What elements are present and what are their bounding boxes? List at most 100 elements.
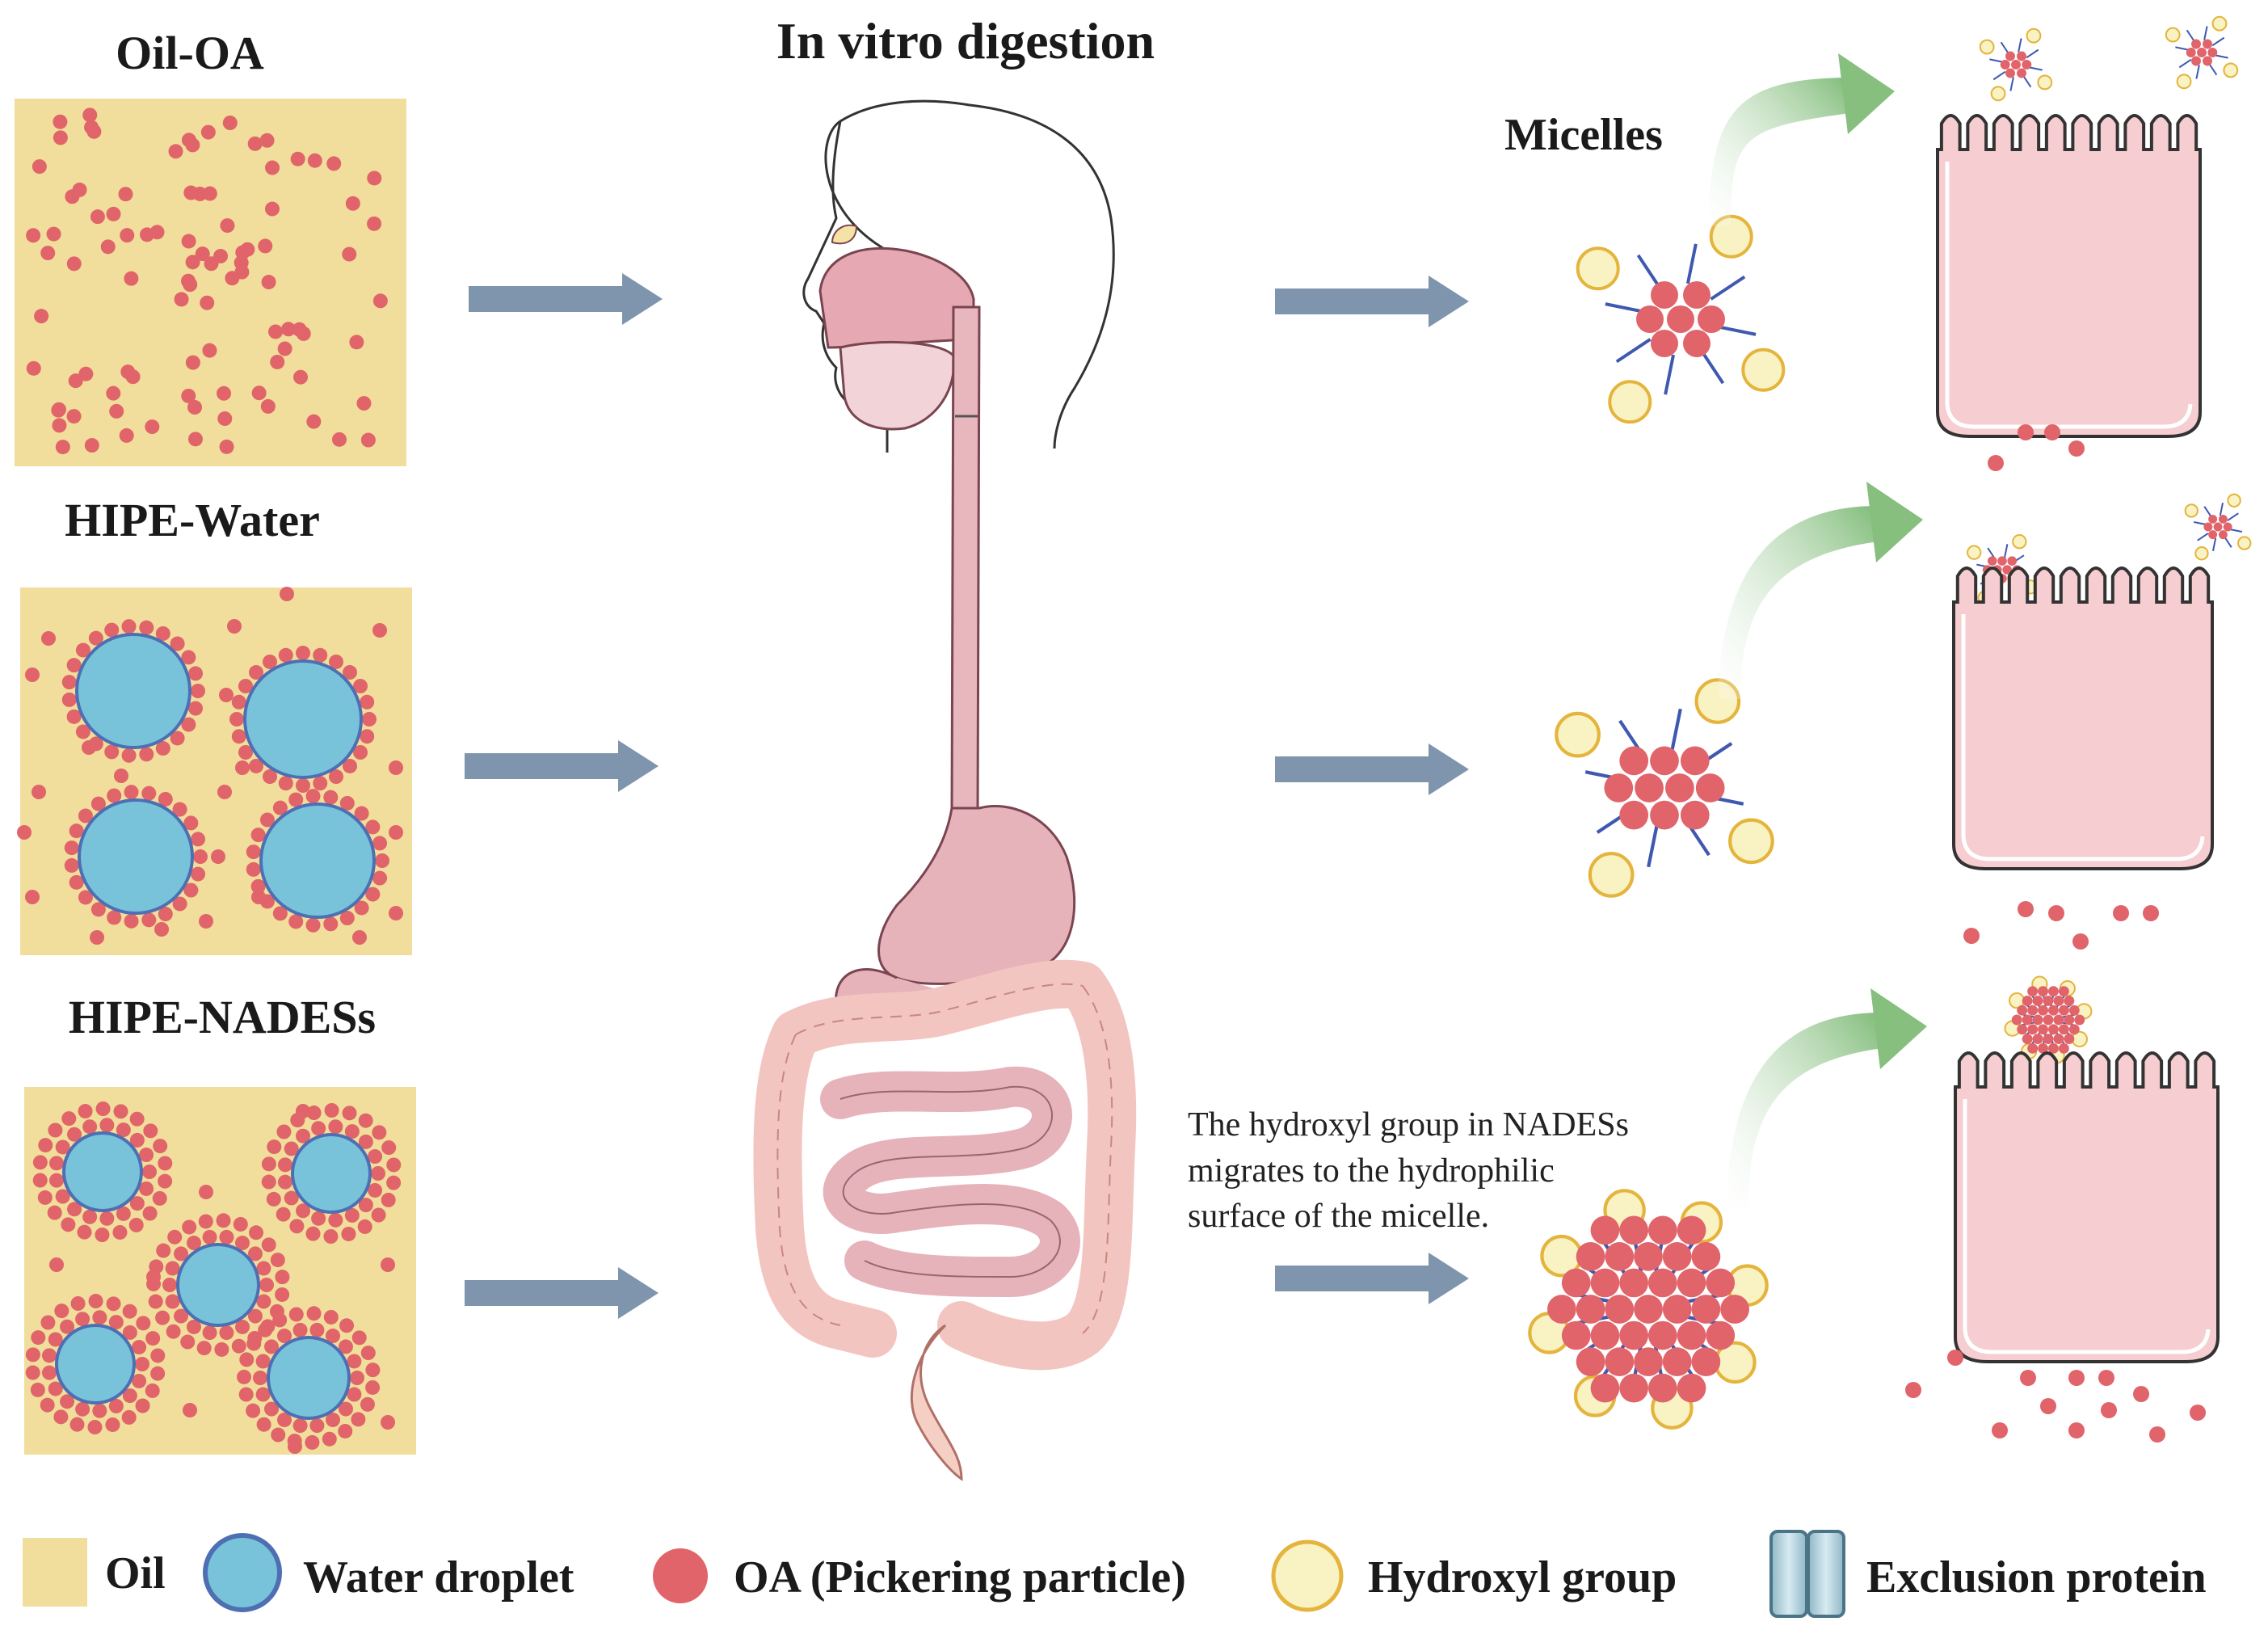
water-droplet-body <box>259 802 376 919</box>
oa-particle <box>2022 995 2033 1006</box>
oa-particle <box>255 1354 271 1369</box>
oa-particle <box>107 910 122 925</box>
oa-particle <box>53 114 68 129</box>
oa-particle <box>1662 1242 1692 1271</box>
oa-particle <box>323 1228 339 1244</box>
oa-particle <box>55 440 70 455</box>
oa-particle <box>1988 455 2004 471</box>
oa-particle <box>68 373 83 389</box>
oa-particle <box>2038 1005 2048 1016</box>
oa-particle <box>82 107 98 123</box>
oa-particle <box>360 694 375 710</box>
hydroxyl-group <box>2211 15 2228 32</box>
oa-particle <box>174 1246 189 1261</box>
water-droplet-body <box>62 1131 143 1212</box>
oa-particle <box>2208 530 2218 540</box>
oa-particle <box>358 1113 373 1128</box>
oa-particle <box>106 206 121 221</box>
oa-particle <box>322 1431 337 1447</box>
hydrophobic-tail <box>2195 65 2200 79</box>
oa-particle <box>323 790 339 805</box>
oa-particle <box>2207 48 2218 57</box>
oa-particle <box>2032 995 2043 1006</box>
oa-particle <box>170 731 185 746</box>
oa-particle <box>1662 1347 1692 1376</box>
oa-particle <box>105 1417 120 1432</box>
oa-particle <box>277 341 292 356</box>
oa-particle <box>329 769 343 785</box>
oa-particle <box>181 234 196 249</box>
oa-particle <box>1576 1242 1605 1271</box>
oa-particle <box>69 874 84 890</box>
oa-particle <box>75 1401 90 1417</box>
oa-particle <box>25 890 40 904</box>
oa-particle <box>1576 1347 1605 1376</box>
oa-particle <box>88 630 103 646</box>
oa-particle <box>108 1315 124 1330</box>
legend-oa-label: OA (Pickering particle) <box>734 1552 1186 1603</box>
oa-particle <box>129 1196 145 1211</box>
hydroxyl-group <box>1555 711 1601 758</box>
oa-particle <box>165 1294 180 1309</box>
hydrophobic-tail <box>2203 506 2212 518</box>
oa-particle <box>70 1296 86 1312</box>
oa-particle <box>2068 1422 2085 1438</box>
oa-particle <box>2143 905 2159 921</box>
oa-particle <box>277 1174 292 1190</box>
oa-particle <box>219 439 234 454</box>
oa-particle <box>342 758 357 773</box>
oa-particle <box>2058 986 2069 997</box>
exclusion-protein-icon <box>1769 1530 1845 1618</box>
oa-particle <box>1648 1320 1677 1350</box>
oa-particle <box>264 1401 280 1417</box>
oa-particle <box>1947 1350 1963 1366</box>
oa-particle <box>1665 773 1694 802</box>
cell-membrane <box>1954 1051 2220 1363</box>
oa-particle <box>2058 1005 2069 1016</box>
oil-square-icon <box>23 1538 87 1607</box>
hydroxyl-group <box>2012 534 2027 550</box>
oa-particle <box>338 1423 353 1438</box>
oa-particle <box>219 1229 234 1245</box>
oa-particle <box>289 1219 305 1234</box>
oa-particle <box>306 1106 322 1121</box>
micelle <box>1576 214 1786 424</box>
oa-particle <box>372 1125 387 1140</box>
oa-particle <box>154 922 169 937</box>
oa-particle <box>2053 1034 2064 1045</box>
oa-particle <box>2018 901 2034 917</box>
oa-particle <box>64 857 79 873</box>
hydrophobic-tail <box>2194 520 2207 526</box>
oa-particle <box>1648 1215 1677 1245</box>
hydrophobic-tail <box>1647 824 1659 868</box>
oa-particle <box>141 786 157 801</box>
oa-particle <box>270 1253 285 1268</box>
oa-particle <box>82 1209 98 1224</box>
oa-particle <box>1987 556 1997 566</box>
oa-particle <box>356 396 372 411</box>
oa-particle <box>187 432 203 447</box>
oa-particle <box>1691 1295 1721 1324</box>
oa-particle <box>136 1316 151 1331</box>
oa-particle <box>345 196 360 211</box>
oa-particle <box>1590 1320 1620 1350</box>
oa-particle <box>2053 995 2064 1006</box>
oa-particle <box>231 694 246 710</box>
oa-particle <box>326 156 342 171</box>
hydrophobic-tail <box>2028 66 2043 71</box>
oa-particle <box>2197 48 2207 57</box>
oa-particle <box>339 1318 355 1333</box>
oa-particle <box>235 1236 250 1251</box>
micelles-label: Micelles <box>1504 110 1663 160</box>
oa-particle <box>306 414 322 429</box>
oa-particle <box>181 133 196 148</box>
oa-particle <box>122 1388 137 1404</box>
oa-particle <box>2053 1014 2064 1026</box>
oa-particle <box>2018 424 2034 440</box>
oa-particle <box>2038 986 2048 997</box>
process-arrow <box>1275 743 1469 795</box>
arrow-head <box>1870 988 1927 1069</box>
oa-particle <box>129 1132 145 1148</box>
oa-particle <box>386 1175 402 1190</box>
oa-particle <box>2032 1034 2043 1045</box>
